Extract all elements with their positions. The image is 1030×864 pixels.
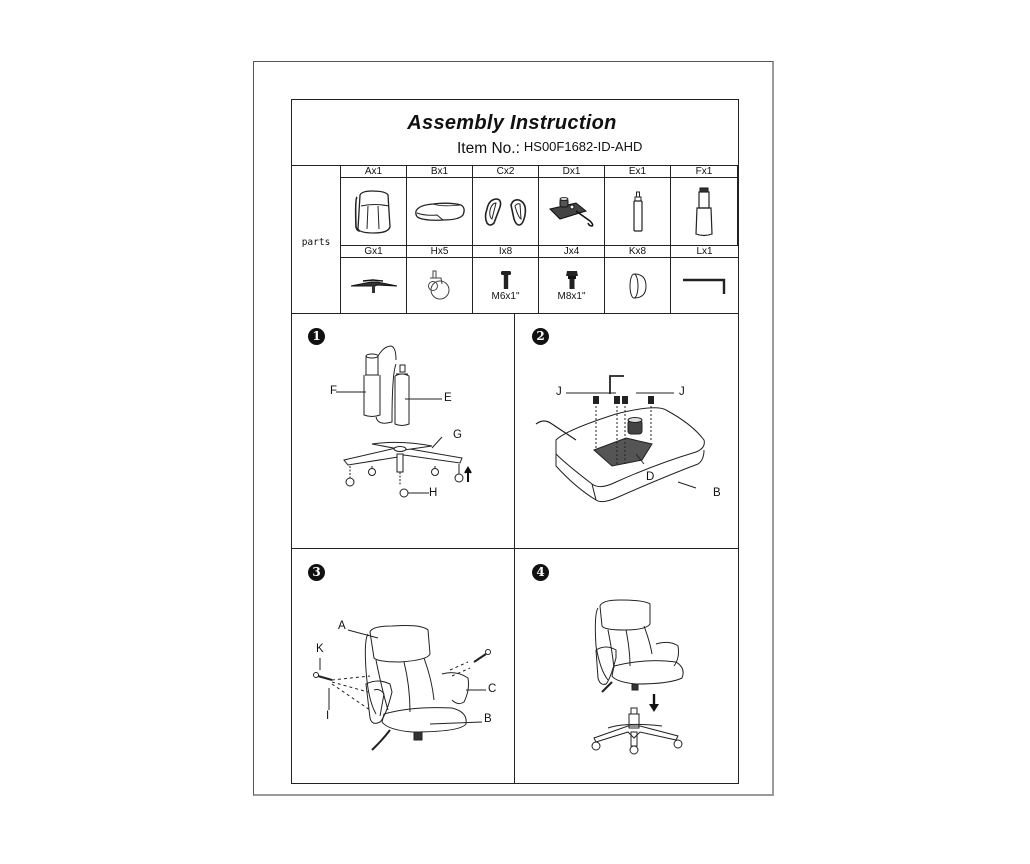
parts-grid: Ax1 Bx1 Cx2 Dx1 Ex1 Fx1 xyxy=(341,166,738,314)
part-qty: Ax1 xyxy=(341,166,406,178)
instruction-sheet: Assembly Instruction Item No.:HS00F1682-… xyxy=(291,99,739,784)
part-label-j-left: J xyxy=(556,386,562,398)
part-qty: Lx1 xyxy=(671,246,738,258)
step-number-badge: 3 xyxy=(308,564,325,581)
part-label-h: H xyxy=(429,487,438,499)
part-qty: Ix8 xyxy=(473,246,538,258)
document-title: Assembly Instruction xyxy=(292,112,738,135)
part-cell-i: Ix8 M6x1" xyxy=(473,246,539,314)
page-frame xyxy=(253,61,774,796)
tilt-mechanism-icon xyxy=(548,197,593,227)
part-cell-e: Ex1 xyxy=(605,166,671,246)
bolt-m6-icon xyxy=(500,271,511,289)
part-label-j-right: J xyxy=(679,386,685,398)
washer-cap-icon xyxy=(629,273,647,299)
part-cell-c: Cx2 xyxy=(473,166,539,246)
title-text: Assembly Instruction xyxy=(407,112,617,134)
part-qty: Jx4 xyxy=(539,246,604,258)
caster-wheel-icon xyxy=(427,270,449,300)
step-2-diagram xyxy=(535,375,705,503)
step-2-panel: 2 xyxy=(516,314,738,548)
part-qty: Fx1 xyxy=(671,166,737,178)
allen-key-icon xyxy=(682,278,725,294)
step-number-badge: 2 xyxy=(532,328,549,345)
step-4-diagram xyxy=(591,599,684,755)
step-1-diagram xyxy=(336,345,472,498)
part-qty: Ex1 xyxy=(605,166,670,178)
part-label-a: A xyxy=(338,620,346,632)
parts-table: parts Ax1 Bx1 Cx2 Dx1 Ex1 xyxy=(292,165,738,314)
armrests-icon xyxy=(484,198,526,226)
part-qty: Hx5 xyxy=(407,246,472,258)
part-label-e: E xyxy=(444,392,452,404)
step-3-panel: 3 xyxy=(292,550,514,784)
item-number-label: Item No.: xyxy=(457,140,520,157)
part-label-k: K xyxy=(316,643,324,655)
item-number: Item No.:HS00F1682-ID-AHD xyxy=(457,139,643,158)
part-cell-d: Dx1 xyxy=(539,166,605,246)
parts-label: parts xyxy=(292,166,341,313)
part-qty: Kx8 xyxy=(605,246,670,258)
part-label-i: I xyxy=(326,710,330,722)
seat-cushion-icon xyxy=(414,202,465,221)
item-number-value: HS00F1682-ID-AHD xyxy=(523,139,643,154)
part-cell-h: Hx5 xyxy=(407,246,473,314)
row-separator xyxy=(341,245,738,246)
part-qty: Cx2 xyxy=(473,166,538,178)
part-cell-k: Kx8 xyxy=(605,246,671,314)
part-cell-l: Lx1 xyxy=(671,246,738,314)
part-label-d: D xyxy=(646,471,655,483)
part-spec: M6x1" xyxy=(491,291,520,302)
part-cell-j: Jx4 M8x1" xyxy=(539,246,605,314)
part-qty: Bx1 xyxy=(407,166,472,178)
part-qty: Dx1 xyxy=(539,166,604,178)
part-cell-g: Gx1 xyxy=(341,246,407,314)
part-label-g: G xyxy=(453,429,462,441)
step-4-panel: 4 xyxy=(516,550,738,784)
backrest-icon xyxy=(354,190,391,234)
star-base-icon xyxy=(350,279,397,293)
part-label-b: B xyxy=(713,487,721,499)
telescopic-cover-icon xyxy=(695,187,713,237)
part-label-f: F xyxy=(330,385,338,397)
part-spec: M8x1" xyxy=(557,291,586,302)
bolt-m8-icon xyxy=(565,271,578,289)
part-cell-a: Ax1 xyxy=(341,166,407,246)
step-1-panel: 1 xyxy=(292,314,514,548)
step-number-badge: 1 xyxy=(308,328,325,345)
part-qty: Gx1 xyxy=(341,246,406,258)
part-cell-b: Bx1 xyxy=(407,166,473,246)
gas-lift-icon xyxy=(632,191,643,232)
step-number-badge: 4 xyxy=(532,564,549,581)
step-3-diagram xyxy=(313,625,491,751)
step-divider-horizontal xyxy=(292,548,738,549)
part-label-b: B xyxy=(484,713,492,725)
part-cell-f: Fx1 xyxy=(671,166,738,246)
part-label-c: C xyxy=(488,683,497,695)
